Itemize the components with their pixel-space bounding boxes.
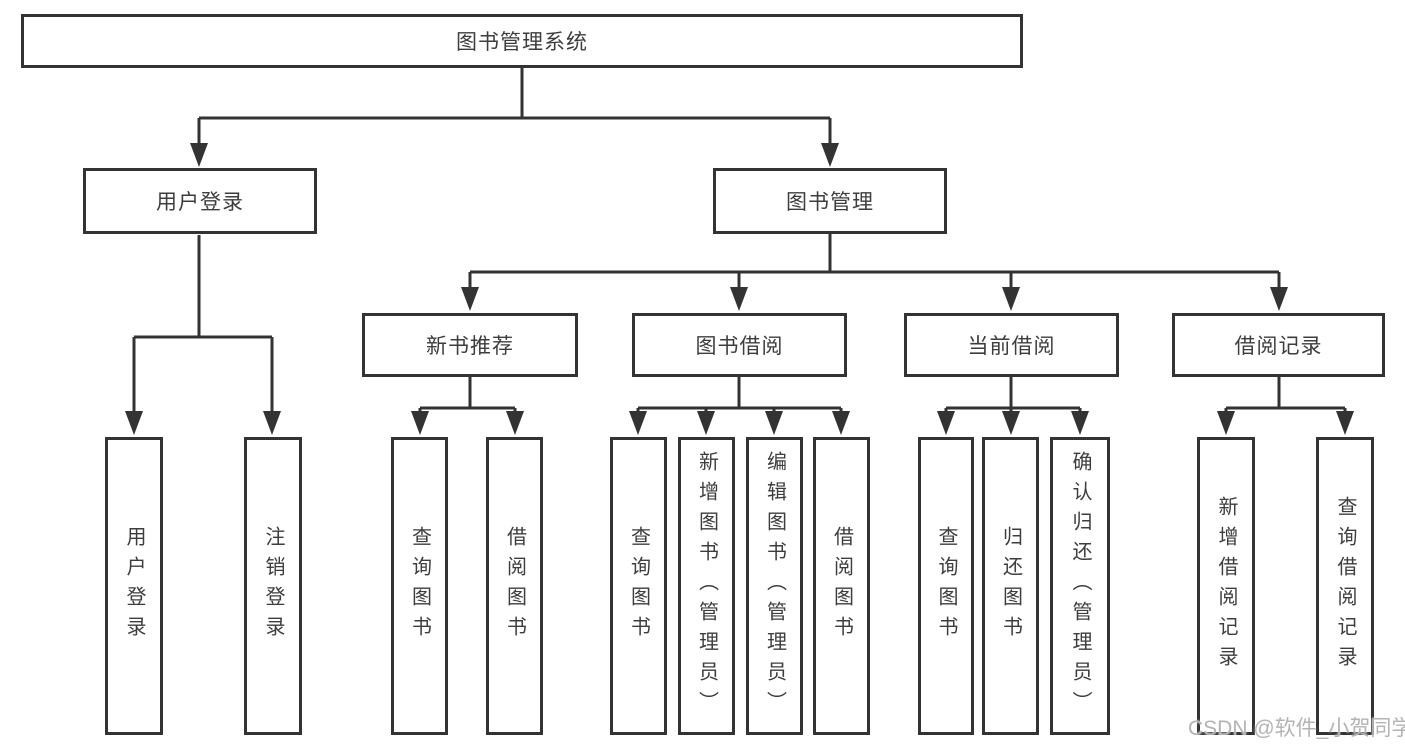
leaf-add-book-admin: 新增图书（管理员） [678, 437, 735, 735]
leaf-label: 查询图书 [935, 526, 957, 646]
connector-user-login-children [125, 235, 281, 435]
leaf-query-books-3: 查询图书 [918, 437, 974, 735]
leaf-label: 新增借阅记录 [1215, 496, 1237, 676]
leaf-query-books-2: 查询图书 [610, 437, 667, 735]
node-borrow-records: 借阅记录 [1172, 313, 1385, 377]
leaf-label: 新增图书（管理员） [695, 451, 718, 721]
leaf-label: 编辑图书（管理员） [763, 451, 786, 721]
node-book-mgmt: 图书管理 [713, 168, 947, 234]
leaf-label: 借阅图书 [830, 526, 853, 646]
leaf-label: 借阅图书 [503, 526, 526, 646]
csdn-watermark: CSDN @软件_小贺同学 [1188, 717, 1405, 740]
leaf-borrow-books-1: 借阅图书 [486, 437, 543, 735]
leaf-add-borrow-record: 新增借阅记录 [1197, 437, 1255, 735]
connector-book-borrow-children [629, 377, 850, 435]
leaf-label: 查询图书 [627, 526, 650, 646]
leaf-query-borrow-record: 查询借阅记录 [1316, 437, 1374, 735]
leaf-confirm-return-admin: 确认归还（管理员） [1050, 437, 1110, 735]
node-current-borrow: 当前借阅 [904, 313, 1119, 377]
leaf-user-login: 用户登录 [105, 437, 163, 735]
connector-root-to-level2 [190, 68, 839, 167]
node-book-borrow: 图书借阅 [632, 313, 847, 377]
node-new-book-rec: 新书推荐 [362, 313, 578, 377]
leaf-query-books-1: 查询图书 [391, 437, 448, 735]
leaf-logout: 注销登录 [244, 437, 302, 735]
connector-borrow-records-children [1217, 376, 1354, 435]
leaf-label: 查询借阅记录 [1334, 496, 1356, 676]
connector-new-book-rec-children [411, 377, 524, 435]
leaf-borrow-books-2: 借阅图书 [813, 437, 870, 735]
leaf-label: 归还图书 [999, 526, 1022, 646]
connector-book-mgmt-to-level3 [461, 234, 1288, 311]
leaf-label: 注销登录 [262, 526, 284, 646]
leaf-edit-book-admin: 编辑图书（管理员） [746, 437, 803, 735]
leaf-label: 确认归还（管理员） [1069, 451, 1091, 721]
node-root: 图书管理系统 [21, 14, 1023, 68]
leaf-return-book: 归还图书 [982, 437, 1039, 735]
connector-current-borrow-children [937, 377, 1089, 435]
leaf-label: 查询图书 [408, 526, 431, 646]
leaf-label: 用户登录 [123, 526, 145, 646]
node-user-login: 用户登录 [83, 168, 317, 234]
